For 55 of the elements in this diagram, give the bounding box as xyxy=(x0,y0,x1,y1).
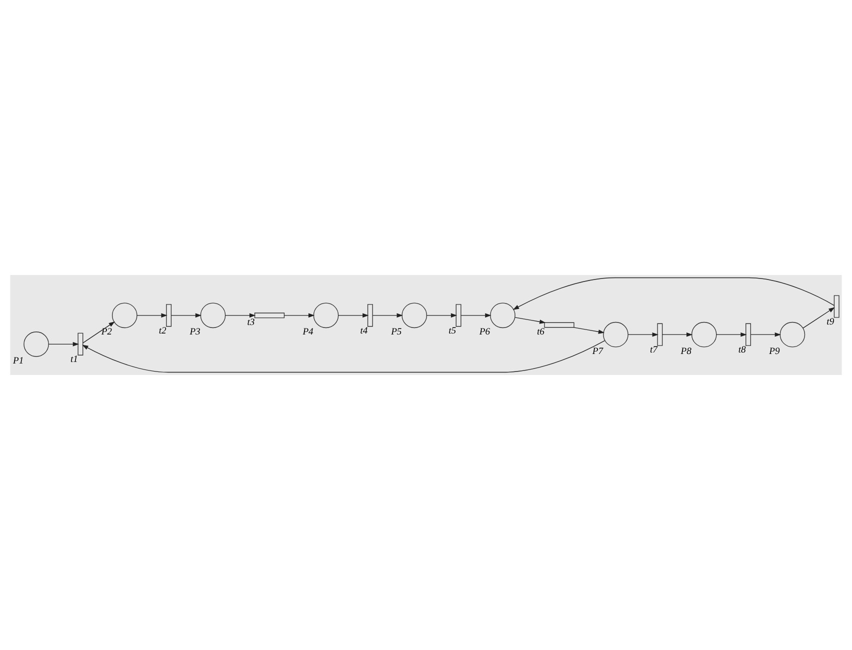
node-circle xyxy=(780,322,806,348)
node-label: P8 xyxy=(680,346,692,357)
node-bar xyxy=(544,322,574,328)
arrow xyxy=(82,321,115,344)
node-bar xyxy=(746,323,751,346)
node-label: t5 xyxy=(448,325,456,336)
node-bar xyxy=(657,323,663,346)
node-circle xyxy=(490,302,516,328)
arrow xyxy=(802,307,835,328)
node-label: t2 xyxy=(158,325,166,336)
arrow xyxy=(628,332,658,337)
node-circle xyxy=(24,332,49,357)
node-label: P5 xyxy=(391,326,402,338)
node-bar xyxy=(166,304,172,327)
arrow xyxy=(460,313,492,318)
arrow xyxy=(514,317,546,324)
arrow xyxy=(662,332,693,337)
arrow xyxy=(573,327,605,334)
arrow xyxy=(426,313,458,318)
arrow xyxy=(82,340,605,373)
arrow xyxy=(136,313,168,318)
node-label: t1 xyxy=(70,354,78,366)
node-label: t7 xyxy=(650,344,658,356)
node-circle xyxy=(112,302,138,328)
node-bar xyxy=(367,304,373,327)
node-circle xyxy=(402,302,428,328)
arrow xyxy=(716,332,747,337)
node-circle xyxy=(603,322,628,348)
node-bar xyxy=(834,295,840,318)
node-label: t4 xyxy=(360,325,368,336)
node-label: t3 xyxy=(247,316,255,328)
node-label: P4 xyxy=(302,326,314,338)
node-circle xyxy=(200,302,226,328)
node-label: P3 xyxy=(190,326,200,338)
arrow xyxy=(48,342,80,346)
node-label: t6 xyxy=(536,326,544,338)
arrow xyxy=(512,277,834,310)
node-bar xyxy=(456,304,462,327)
arrow xyxy=(284,313,315,318)
arrow xyxy=(225,313,256,318)
node-bar xyxy=(254,312,285,318)
node-bar xyxy=(78,332,84,356)
arrow xyxy=(750,332,782,337)
node-label: t8 xyxy=(738,344,746,356)
node-label: t9 xyxy=(826,316,834,328)
node-label: P6 xyxy=(479,326,490,338)
node-label: P1 xyxy=(12,355,24,366)
node-label: P2 xyxy=(101,326,112,338)
node-label: P7 xyxy=(592,346,604,357)
node-circle xyxy=(691,322,717,348)
arrow xyxy=(338,313,369,318)
arrow xyxy=(372,313,403,318)
node-label: P9 xyxy=(769,346,780,357)
arrow xyxy=(171,313,202,318)
node-circle xyxy=(313,302,339,328)
